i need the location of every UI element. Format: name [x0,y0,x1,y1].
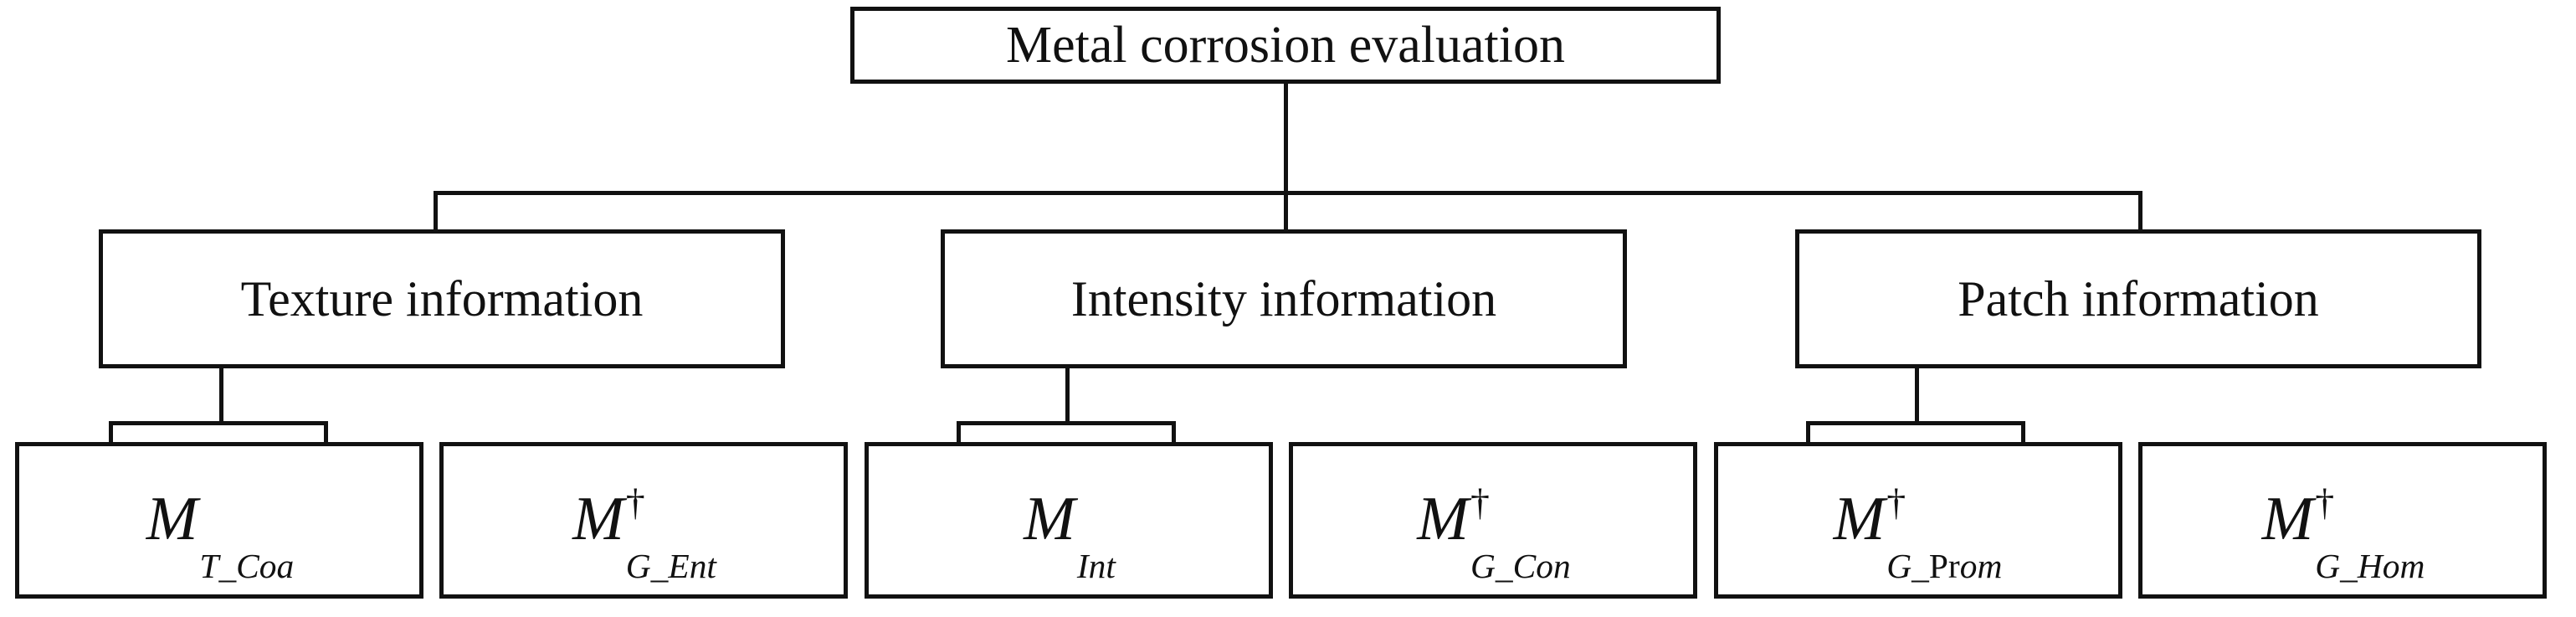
node-leaf-g-hom: M†G_HomG_Hom [2138,442,2547,599]
connector-root-stem [1284,84,1288,193]
formula-g-ent-subscript: G_Ent [625,546,716,585]
formula-int-subscript: Int [1076,546,1116,585]
connector-branch2-bus-to-leaf-0 [1806,421,1810,445]
formula-t-coa-base: M [146,484,198,553]
formula-g-hom-subscript: G_Hom [2315,546,2425,585]
node-branch-intensity-label: Intensity information [1070,271,1497,326]
node-branch-patch-label: Patch information [1958,271,2319,326]
formula-t-coa: MT_CoaT_Coa [146,484,295,584]
connector-bus-to-branch-0 [434,191,438,231]
connector-branch0-bus [109,421,328,425]
formula-g-con-superscript: † [1470,480,1490,523]
node-leaf-t-coa: MT_CoaT_Coa [15,442,423,599]
connector-branch0-bus-to-leaf-1 [324,421,328,445]
formula-t-coa-subscript: T_Coa [199,546,295,585]
node-leaf-g-prom: M† G_PromG_Prom [1714,442,2122,599]
connector-branch1-bus-to-leaf-0 [957,421,961,445]
node-leaf-int: MIntInt [865,442,1273,599]
formula-g-ent: M†G_EntG_Ent [572,482,716,584]
node-branch-texture-label: Texture information [240,271,644,326]
formula-int-base: M [1024,484,1075,553]
formula-g-ent-superscript: † [625,480,645,523]
formula-g-prom-sub-part-0: G_ [1886,546,1929,585]
connector-branch1-bus-to-leaf-1 [1172,421,1176,445]
connector-branch2-bus [1806,421,2025,425]
node-root: Metal corrosion evaluation [850,7,1721,84]
node-branch-patch: Patch information [1795,229,2481,368]
formula-g-prom-subscript: G_Prom [1886,546,2003,585]
formula-g-prom-sub-part-1: Pr [1928,546,1960,585]
node-leaf-g-con: M†G_ConG_Con [1289,442,1697,599]
connector-bus-to-branch-1 [1284,191,1288,231]
formula-g-hom: M†G_HomG_Hom [2261,482,2425,584]
formula-g-prom-superscript: † [1886,480,1906,523]
formula-g-prom: M† G_PromG_Prom [1833,482,2004,583]
connector-branch1-stem [1065,368,1070,425]
formula-g-ent-base: M [572,484,624,553]
node-leaf-g-ent: M†G_EntG_Ent [439,442,848,599]
connector-branch1-bus [957,421,1176,425]
node-root-label: Metal corrosion evaluation [1005,17,1565,74]
formula-g-hom-superscript: † [2315,480,2335,523]
node-branch-intensity: Intensity information [941,229,1627,368]
connector-branch2-bus-to-leaf-1 [2021,421,2025,445]
connector-branch0-bus-to-leaf-0 [109,421,113,445]
connector-main-bus [434,191,2142,195]
formula-g-con-base: M [1417,484,1469,553]
formula-g-hom-base: M [2261,484,2314,553]
formula-g-con-subscript: G_Con [1470,546,1571,585]
formula-g-prom-base: M [1833,484,1886,553]
formula-g-con: M†G_ConG_Con [1417,482,1570,584]
formula-int: MIntInt [1024,484,1116,584]
connector-branch0-stem [219,368,223,425]
connector-branch2-stem [1915,368,1919,425]
connector-bus-to-branch-2 [2138,191,2142,231]
formula-g-prom-sub-part-2: om [1959,546,2003,585]
node-branch-texture: Texture information [99,229,785,368]
